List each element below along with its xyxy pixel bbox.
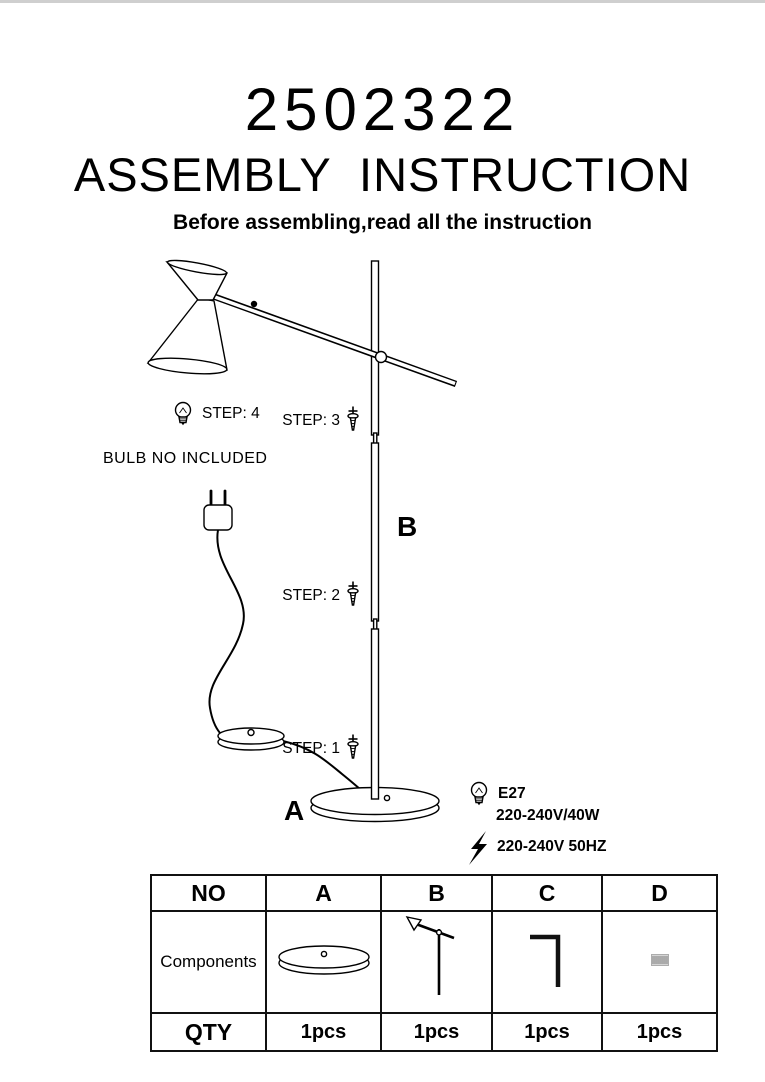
parts-table: NO A B C D Components xyxy=(150,874,718,1052)
qty-b: 1pcs xyxy=(380,1012,493,1052)
table-header-no: NO xyxy=(150,874,267,912)
step-4-label: STEP: 4 xyxy=(202,405,260,422)
bulb-icon-spec xyxy=(470,781,488,806)
screw-icon-step2 xyxy=(347,580,359,606)
step-2-label: STEP: 2 xyxy=(282,587,340,604)
page-title: ASSEMBLY INSTRUCTION xyxy=(73,148,692,201)
power-cord xyxy=(208,529,245,734)
part-label-a: A xyxy=(284,795,304,826)
components-row-label: Components xyxy=(150,910,267,1014)
qty-c: 1pcs xyxy=(491,1012,603,1052)
qty-a: 1pcs xyxy=(265,1012,382,1052)
lamp-pole xyxy=(370,260,380,800)
qty-d: 1pcs xyxy=(601,1012,718,1052)
screw-icon-step3 xyxy=(347,405,359,431)
voltage-label: 220-240V 50HZ xyxy=(497,838,607,855)
product-number: 2502322 xyxy=(244,76,521,143)
foot-switch-icon xyxy=(217,727,285,751)
part-a-base-icon xyxy=(277,944,370,975)
socket-label: E27 xyxy=(498,785,526,802)
part-label-b: B xyxy=(397,511,417,542)
table-header-b: B xyxy=(380,874,493,912)
arm-clamp-screw xyxy=(250,300,258,308)
arm-pivot-joint xyxy=(374,350,388,364)
part-c-cell xyxy=(491,910,603,1014)
step-3-label: STEP: 3 xyxy=(282,412,340,429)
plug-icon xyxy=(203,489,233,531)
qty-row-label: QTY xyxy=(150,1012,267,1052)
part-a-cell xyxy=(265,910,382,1014)
table-header-c: C xyxy=(491,874,603,912)
lamp-arm xyxy=(205,290,458,388)
page-subtitle: Before assembling,read all the instructi… xyxy=(173,211,592,234)
part-c-allen-key-icon xyxy=(530,934,561,987)
part-d-screws-icon xyxy=(650,953,669,966)
table-header-d: D xyxy=(601,874,718,912)
part-b-pole-icon xyxy=(405,915,454,995)
screw-icon-step1 xyxy=(347,733,359,759)
wattage-label: 220-240V/40W xyxy=(496,807,600,824)
lamp-shade xyxy=(146,259,229,375)
bulb-note: BULB NO INCLUDED xyxy=(103,450,267,467)
lamp-base xyxy=(310,786,440,823)
bulb-icon-step4 xyxy=(174,401,192,426)
table-header-a: A xyxy=(265,874,382,912)
step-1-label: STEP: 1 xyxy=(282,740,340,757)
lightning-icon xyxy=(469,831,487,865)
lamp-assembly-diagram: STEP: 4 STEP: 3 BULB NO INCLUDED B STEP:… xyxy=(103,259,607,865)
part-b-cell xyxy=(380,910,493,1014)
base-fixing-nub xyxy=(383,794,391,802)
part-d-cell xyxy=(601,910,718,1014)
